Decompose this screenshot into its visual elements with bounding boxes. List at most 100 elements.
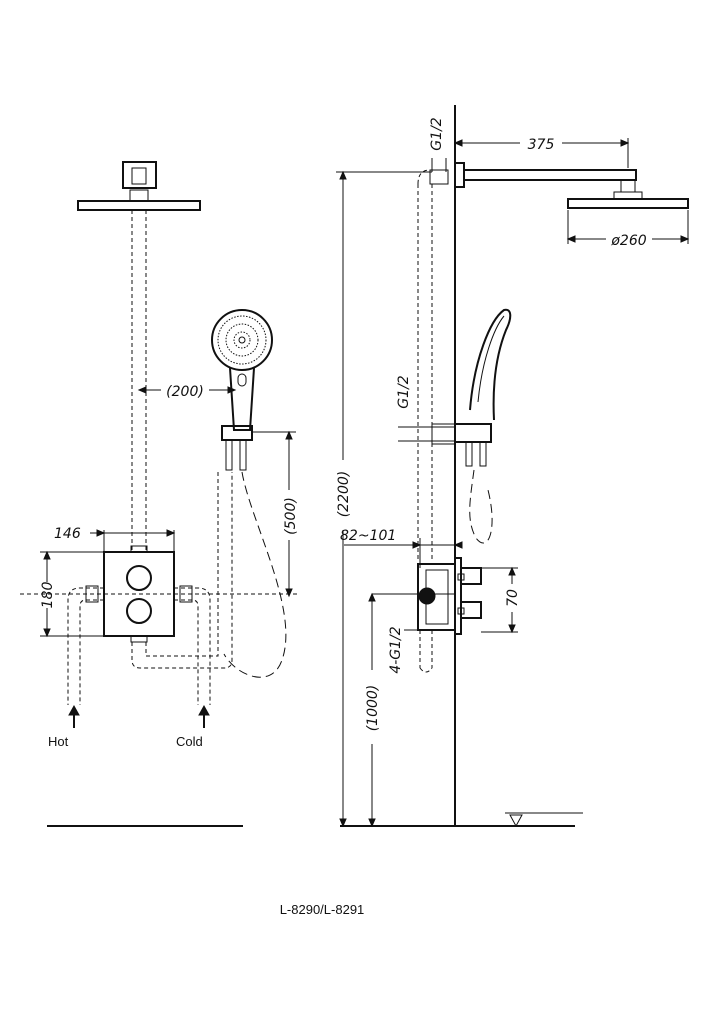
shower-arm-side bbox=[454, 162, 689, 209]
dim-2200-label: (2200) bbox=[336, 471, 352, 518]
dim-146-arrow-right bbox=[166, 529, 176, 537]
swivel-joint bbox=[129, 189, 149, 202]
knob-upper-collar bbox=[457, 573, 465, 581]
hot-pipe-outer bbox=[67, 587, 104, 705]
dim-1000-group: (1000) bbox=[365, 592, 381, 828]
mount-inner bbox=[131, 167, 147, 185]
dim-70-group: 70 bbox=[481, 566, 521, 634]
hot-arrow-head bbox=[68, 704, 80, 716]
dim-2200-group: (2200) bbox=[336, 170, 432, 828]
dim-180-arrow-bottom bbox=[43, 628, 51, 638]
thread-inlets-group: 4-G1/2 bbox=[372, 593, 455, 674]
arm-swivel bbox=[620, 179, 636, 193]
dim-260-label: ø260 bbox=[610, 233, 646, 249]
dim-70-arrow-top bbox=[508, 566, 516, 576]
side-lower-pipe-end bbox=[419, 667, 433, 673]
side-handset-body bbox=[469, 308, 512, 421]
dim-500-arrow-bottom bbox=[285, 588, 293, 598]
dim-2200-arrow-top bbox=[339, 170, 347, 180]
front-view: (200) (500) bbox=[20, 161, 300, 827]
side-riser-elbow bbox=[417, 169, 431, 185]
shower-head-plate bbox=[77, 200, 201, 211]
spray-pattern-outer bbox=[217, 315, 267, 365]
thread-inlets-label: 4-G1/2 bbox=[388, 626, 404, 673]
dim-500-arrow-top bbox=[285, 430, 293, 440]
dim-1000-label: (1000) bbox=[365, 685, 381, 732]
cold-pipe-inner bbox=[174, 599, 199, 705]
dim-180-arrow-top bbox=[43, 550, 51, 560]
knob-lower-side bbox=[460, 601, 482, 619]
spray-pattern-inner bbox=[233, 331, 251, 349]
dim-375-group: 375 bbox=[453, 137, 630, 168]
side-head-mount bbox=[613, 191, 643, 200]
hot-label: Hot bbox=[48, 734, 69, 749]
side-cartridge bbox=[418, 587, 436, 605]
side-shower-head bbox=[567, 198, 689, 209]
dim-depth-arrow-left bbox=[412, 541, 422, 549]
dim-260-arrow-right bbox=[680, 235, 690, 243]
hot-inlet: Hot bbox=[48, 704, 80, 749]
valve-top-outlet bbox=[130, 545, 148, 553]
supply-piping bbox=[20, 470, 300, 705]
dim-200-group: (200) bbox=[137, 384, 237, 400]
dim-375-arrow-left bbox=[453, 139, 463, 147]
hand-shower-side bbox=[454, 308, 512, 544]
arm-flange bbox=[454, 162, 465, 188]
thread-top-label: G1/2 bbox=[429, 117, 445, 150]
overhead-shower-front bbox=[77, 161, 201, 211]
shower-arm bbox=[463, 169, 637, 181]
wall-bracket bbox=[221, 425, 253, 441]
bracket-stem-left bbox=[225, 439, 233, 471]
hose bbox=[223, 471, 287, 678]
cold-pipe-outer bbox=[174, 587, 211, 705]
side-bracket-stem-a bbox=[465, 441, 473, 467]
hand-shower-head bbox=[211, 309, 273, 371]
handle-button bbox=[237, 373, 247, 387]
floor-triangle bbox=[509, 814, 523, 828]
dim-180-label: 180 bbox=[40, 582, 56, 609]
dim-146-label: 146 bbox=[54, 526, 81, 542]
dim-depth-label: 82~101 bbox=[340, 528, 396, 544]
cold-inlet: Cold bbox=[176, 704, 210, 749]
spray-pattern-mid bbox=[225, 323, 259, 357]
mixer-valve-side bbox=[417, 557, 482, 635]
side-view: G1/2 375 ø260 bbox=[336, 105, 690, 828]
thread-mid-group: G1/2 bbox=[396, 375, 456, 445]
dim-70-label: 70 bbox=[505, 589, 521, 607]
dim-1000-arrow-top bbox=[368, 592, 376, 602]
side-bracket-stem-b bbox=[479, 441, 487, 467]
cold-arrow-head bbox=[198, 704, 210, 716]
dim-180-group: 180 bbox=[40, 550, 104, 638]
model-number: L-8290/L-8291 bbox=[280, 902, 365, 917]
cold-label: Cold bbox=[176, 734, 203, 749]
hand-shower-front bbox=[211, 309, 273, 471]
dim-375-arrow-right bbox=[620, 139, 630, 147]
hand-shower-handle bbox=[229, 367, 255, 431]
outlet-pipe-outer bbox=[131, 472, 233, 669]
dim-146-arrow-left bbox=[96, 529, 106, 537]
floor-symbol bbox=[505, 812, 583, 828]
dim-146-group: 146 bbox=[54, 526, 176, 552]
dim-1000-arrow-bottom bbox=[368, 818, 376, 828]
knob-upper bbox=[126, 565, 152, 591]
thread-mid-label: G1/2 bbox=[396, 375, 412, 408]
dim-375-label: 375 bbox=[528, 137, 555, 153]
hot-pipe-inner bbox=[79, 599, 104, 705]
side-cover-plate bbox=[454, 557, 462, 635]
thread-top-group: G1/2 bbox=[429, 117, 449, 185]
dim-500-group: (500) bbox=[252, 430, 299, 598]
knob-lower bbox=[126, 598, 152, 624]
dim-200-arrow-left bbox=[137, 386, 147, 394]
dim-500-label: (500) bbox=[283, 497, 299, 535]
top-elbow-fitting bbox=[429, 169, 449, 185]
side-hose bbox=[469, 469, 493, 544]
spray-center bbox=[238, 336, 246, 344]
knob-upper-side bbox=[460, 567, 482, 585]
knob-lower-collar bbox=[457, 607, 465, 615]
valve-bottom-outlet bbox=[130, 635, 148, 643]
dim-70-arrow-bottom bbox=[508, 624, 516, 634]
ceiling-mount-block bbox=[122, 161, 157, 189]
dim-200-label: (200) bbox=[166, 384, 204, 400]
bracket-stem-right bbox=[239, 439, 247, 471]
